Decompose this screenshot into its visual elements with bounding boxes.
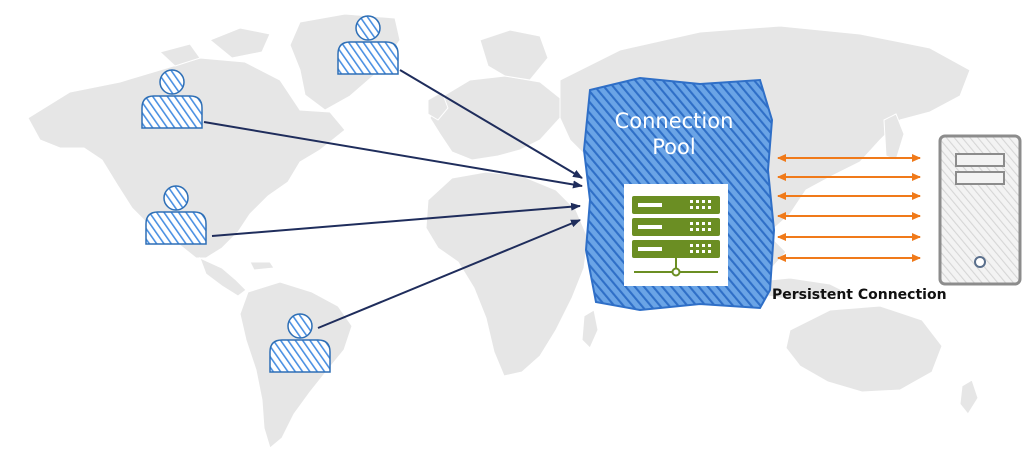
arrow-user-3 <box>211 202 581 237</box>
persistent-connection-arrows <box>777 154 921 262</box>
client-connection-arrows <box>203 69 583 329</box>
persistent-connection-label: Persistent Connection <box>772 287 947 303</box>
user-icon <box>269 313 331 373</box>
connection-pool-title: Connection Pool <box>584 108 764 160</box>
database-server-icon <box>938 134 1022 286</box>
arrow-user-4 <box>317 219 581 329</box>
user-icon <box>145 185 207 245</box>
user-icon <box>337 15 399 75</box>
user-icon <box>141 69 203 129</box>
server-rack-icon <box>624 184 728 286</box>
pool-title-line2: Pool <box>652 135 696 159</box>
arrow-user-2 <box>399 69 583 179</box>
pool-title-line1: Connection <box>614 109 734 133</box>
arrow-user-1 <box>203 121 583 189</box>
